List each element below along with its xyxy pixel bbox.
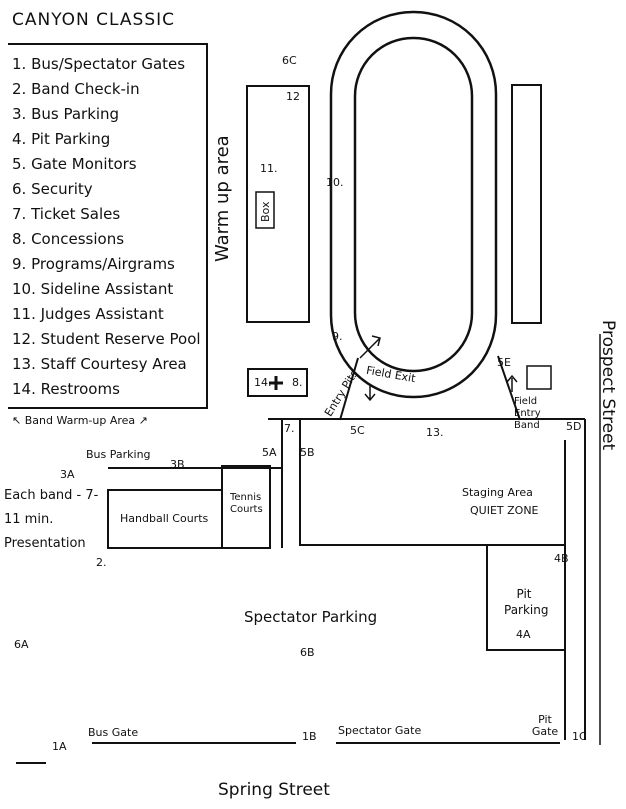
legend-item: 3. Bus Parking <box>12 105 120 123</box>
tennis-courts-box <box>221 465 271 549</box>
marker-5b: 5B <box>300 446 315 459</box>
first-aid-cross <box>269 376 283 390</box>
presentation-note: Each band - 7-11 min. Presentation <box>4 488 99 551</box>
warm-up-building <box>246 85 310 323</box>
staging-area <box>299 420 566 546</box>
spectator-gate-label: Spectator Gate <box>338 724 422 737</box>
marker-6a: 6A <box>14 638 29 651</box>
tennis-courts-label: Tennis Courts <box>230 492 263 515</box>
quiet-zone-label: QUIET ZONE <box>470 504 539 517</box>
marker-8: 8. <box>292 376 303 389</box>
track-outer <box>329 10 498 399</box>
marker-9: 9. <box>332 330 343 343</box>
spectator-parking-label: Spectator Parking <box>244 608 378 626</box>
bus-gate-label: Bus Gate <box>88 726 139 739</box>
legend-item: 8. Concessions <box>12 230 125 248</box>
marker-3a: 3A <box>60 468 75 481</box>
legend-item: 12. Student Reserve Pool <box>12 330 201 348</box>
warm-up-area-label: Warm up area <box>212 135 233 262</box>
band-warmup-note: ↖ Band Warm-up Area ↗ <box>12 414 148 427</box>
legend-item: 13. Staff Courtesy Area <box>12 355 187 373</box>
field-exit-lane <box>339 357 359 421</box>
marker-5e: 5E <box>497 356 511 369</box>
legend-item: 7. Ticket Sales <box>12 205 121 223</box>
marker-10: 10. <box>326 176 344 189</box>
legend-item: 5. Gate Monitors <box>12 155 137 173</box>
entry-band-arrow <box>506 374 518 392</box>
handball-courts-label: Handball Courts <box>120 512 209 525</box>
restroom-building <box>247 368 308 397</box>
exit-arrow <box>364 384 376 402</box>
legend-item: 10. Sideline Assistant <box>12 280 174 298</box>
field-entry-band-label: Field Entry Band <box>514 396 541 431</box>
marker-4a: 4A <box>516 628 531 641</box>
marker-4b: 4B <box>554 552 569 565</box>
east-bleachers <box>511 84 542 324</box>
marker-5c: 5C <box>350 424 365 437</box>
marker-7: 7. <box>284 422 295 435</box>
judges-box <box>255 191 275 229</box>
pit-gate-label: Pit Gate <box>531 713 559 738</box>
entry-arrow <box>359 335 381 359</box>
box-label: Box <box>259 201 272 222</box>
legend-item: 4. Pit Parking <box>12 130 111 148</box>
legend-item: 11. Judges Assistant <box>12 305 164 323</box>
legend-item: 6. Security <box>12 180 93 198</box>
field-entry-lane <box>497 355 521 421</box>
legend-box <box>8 43 208 409</box>
marker-1a: 1A <box>52 740 67 753</box>
legend-list: 1. Bus/Spectator Gates 2. Band Check-in … <box>12 52 207 402</box>
track-inner <box>353 36 474 373</box>
marker-12: 12 <box>286 90 300 103</box>
legend-item: 2. Band Check-in <box>12 80 140 98</box>
marker-5a: 5A <box>262 446 277 459</box>
field-entry-box <box>526 365 552 390</box>
legend-item: 14. Restrooms <box>12 380 120 398</box>
prospect-street-label: Prospect Street <box>598 320 618 451</box>
staging-area-label: Staging Area <box>462 486 533 499</box>
pit-parking-label: Pit Parking <box>504 587 549 617</box>
legend-item: 9. Programs/Airgrams <box>12 255 175 273</box>
marker-5d: 5D <box>566 420 582 433</box>
legend-item: 1. Bus/Spectator Gates <box>12 55 186 73</box>
spring-street-label: Spring Street <box>218 780 330 800</box>
marker-14: 14. <box>254 376 272 389</box>
marker-1b: 1B <box>302 730 317 743</box>
marker-6b: 6B <box>300 646 315 659</box>
map-title: CANYON CLASSIC <box>12 10 175 30</box>
marker-11: 11. <box>260 162 278 175</box>
marker-2: 2. <box>96 556 107 569</box>
marker-13: 13. <box>426 426 444 439</box>
marker-3b: 3B <box>170 458 185 471</box>
marker-1c: 1C <box>572 730 587 743</box>
marker-6c: 6C <box>282 54 297 67</box>
bus-parking-label: Bus Parking <box>86 448 151 461</box>
